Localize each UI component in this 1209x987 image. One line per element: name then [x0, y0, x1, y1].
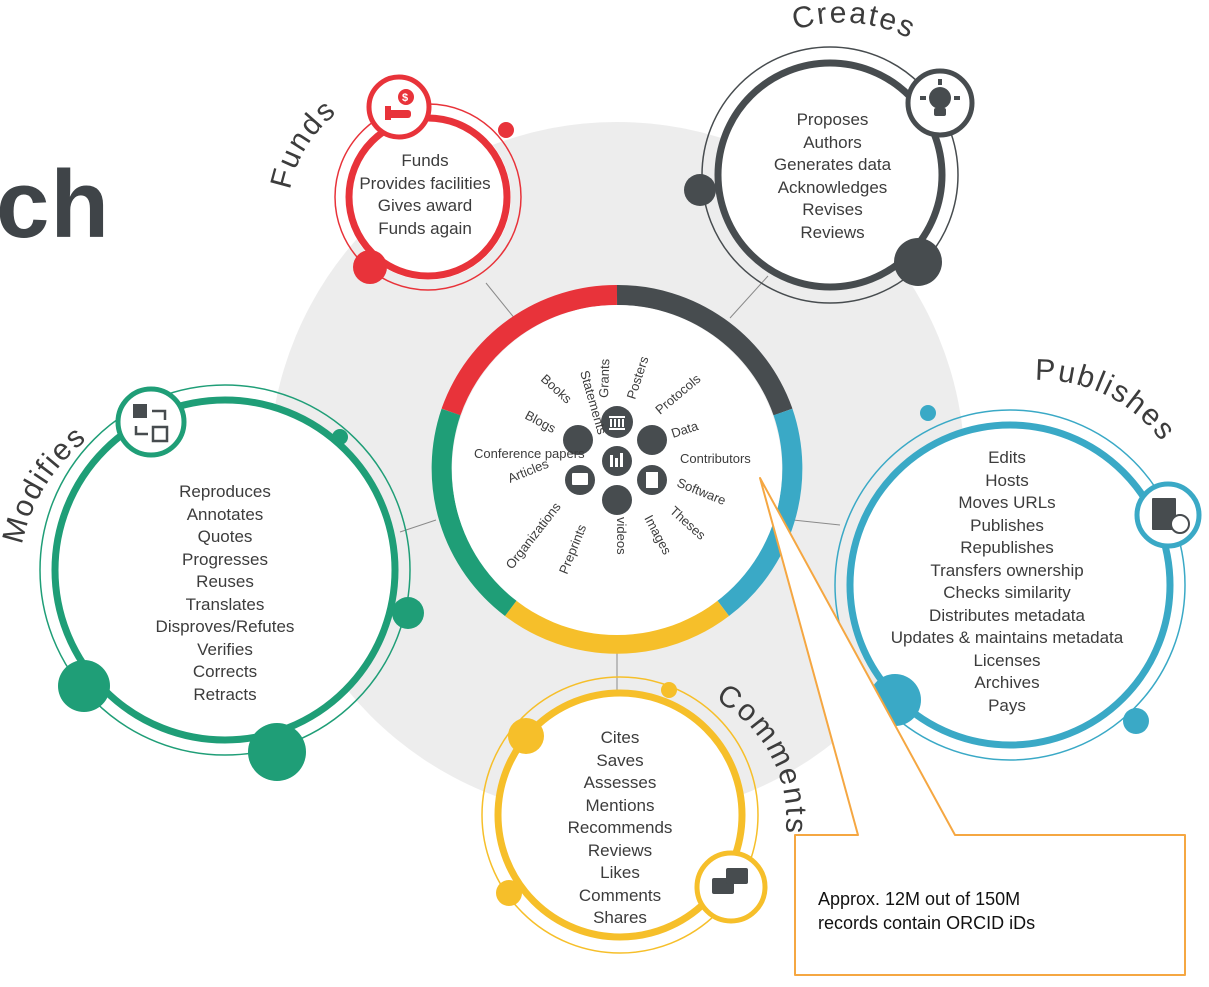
- list-item: Transfers ownership: [930, 560, 1084, 580]
- list-item: Recommends: [567, 818, 673, 837]
- list-item: Cites: [600, 728, 640, 747]
- lightbulb-icon: [920, 79, 960, 116]
- publishes-activity-list: Edits Hosts Moves URLs Publishes Republi…: [862, 447, 1152, 717]
- bar-chart-icon: [610, 453, 623, 467]
- funds-activity-list: Funds Provides facilities Gives award Fu…: [330, 150, 520, 240]
- list-item: Moves URLs: [958, 493, 1056, 512]
- list-item: Translates: [185, 594, 265, 614]
- funds-ring: $: [334, 74, 522, 291]
- list-item: Annotates: [186, 504, 264, 524]
- list-item: Funds: [401, 151, 449, 170]
- callout-line-2: records contain ORCID iDs: [818, 913, 1036, 933]
- creates-ring: [684, 46, 975, 304]
- document-icon: [646, 472, 658, 488]
- center-hub: [563, 406, 667, 515]
- list-item: Comments: [578, 885, 662, 905]
- list-item: Reproduces: [179, 482, 271, 501]
- list-item: Reuses: [196, 572, 254, 591]
- list-item: Checks similarity: [943, 583, 1071, 602]
- list-item: Archives: [974, 673, 1040, 692]
- comments-ring: [481, 676, 768, 954]
- cat-contributors: Contributors: [680, 451, 751, 466]
- list-item: Publishes: [970, 515, 1044, 535]
- list-item: Likes: [600, 863, 640, 882]
- list-item: Pays: [988, 695, 1026, 715]
- swap-arrows-icon: [133, 404, 169, 443]
- screen-icon: [572, 473, 588, 485]
- list-item: Progresses: [182, 549, 268, 569]
- money-hand-icon: [385, 89, 414, 120]
- list-item: Generates data: [773, 155, 892, 174]
- building-icon: [609, 416, 625, 430]
- callout-text: Approx. 12M out of 150M records contain …: [818, 887, 1158, 935]
- list-item: Provides facilities: [359, 173, 491, 193]
- callout-line-1: Approx. 12M out of 150M: [818, 889, 1021, 909]
- list-item: Distributes metadata: [929, 605, 1085, 625]
- list-item: Disproves/Refutes: [155, 617, 295, 636]
- list-item: Corrects: [192, 662, 258, 681]
- cat-videos: videos: [614, 517, 629, 555]
- list-item: Reviews: [587, 840, 653, 860]
- funds-icon-badge: [366, 74, 432, 140]
- center-ring: [431, 284, 803, 654]
- list-item: Proposes: [796, 110, 869, 129]
- document-globe-icon: [1152, 498, 1190, 534]
- modifies-icon-badge: [115, 386, 187, 458]
- list-item: Quotes: [197, 527, 253, 546]
- comments-activity-list: Cites Saves Assesses Mentions Recommends…: [530, 727, 710, 930]
- slide-title-fragment: ch: [0, 151, 111, 258]
- cat-conference-papers: Conference papers: [474, 446, 585, 461]
- list-item: Authors: [803, 132, 862, 152]
- creates-arc-label: Creates: [789, 0, 922, 45]
- list-item: Hosts: [985, 470, 1029, 490]
- modifies-activity-list: Reproduces Annotates Quotes Progresses R…: [130, 481, 320, 706]
- list-item: Revises: [802, 200, 863, 219]
- list-item: Assesses: [583, 773, 657, 792]
- list-item: Updates & maintains metadata: [890, 628, 1124, 647]
- list-item: Edits: [988, 448, 1026, 467]
- list-item: Funds again: [378, 218, 472, 238]
- publishes-ring: [834, 405, 1202, 761]
- list-item: Republishes: [960, 538, 1054, 557]
- modifies-ring: [39, 384, 424, 781]
- cat-grants: Grants: [596, 358, 612, 398]
- list-item: Reviews: [800, 222, 865, 242]
- list-item: Gives award: [377, 196, 473, 215]
- speech-bubbles-icon: [712, 868, 748, 894]
- list-item: Acknowledges: [777, 177, 888, 197]
- list-item: Licenses: [973, 650, 1041, 670]
- list-item: Mentions: [585, 795, 655, 815]
- list-item: Shares: [593, 908, 647, 927]
- creates-activity-list: Proposes Authors Generates data Acknowle…: [740, 109, 925, 244]
- callout: [759, 477, 1186, 976]
- svg-text:$: $: [402, 92, 408, 104]
- list-item: Retracts: [193, 684, 257, 704]
- list-item: Saves: [596, 750, 644, 770]
- list-item: Verifies: [197, 639, 253, 659]
